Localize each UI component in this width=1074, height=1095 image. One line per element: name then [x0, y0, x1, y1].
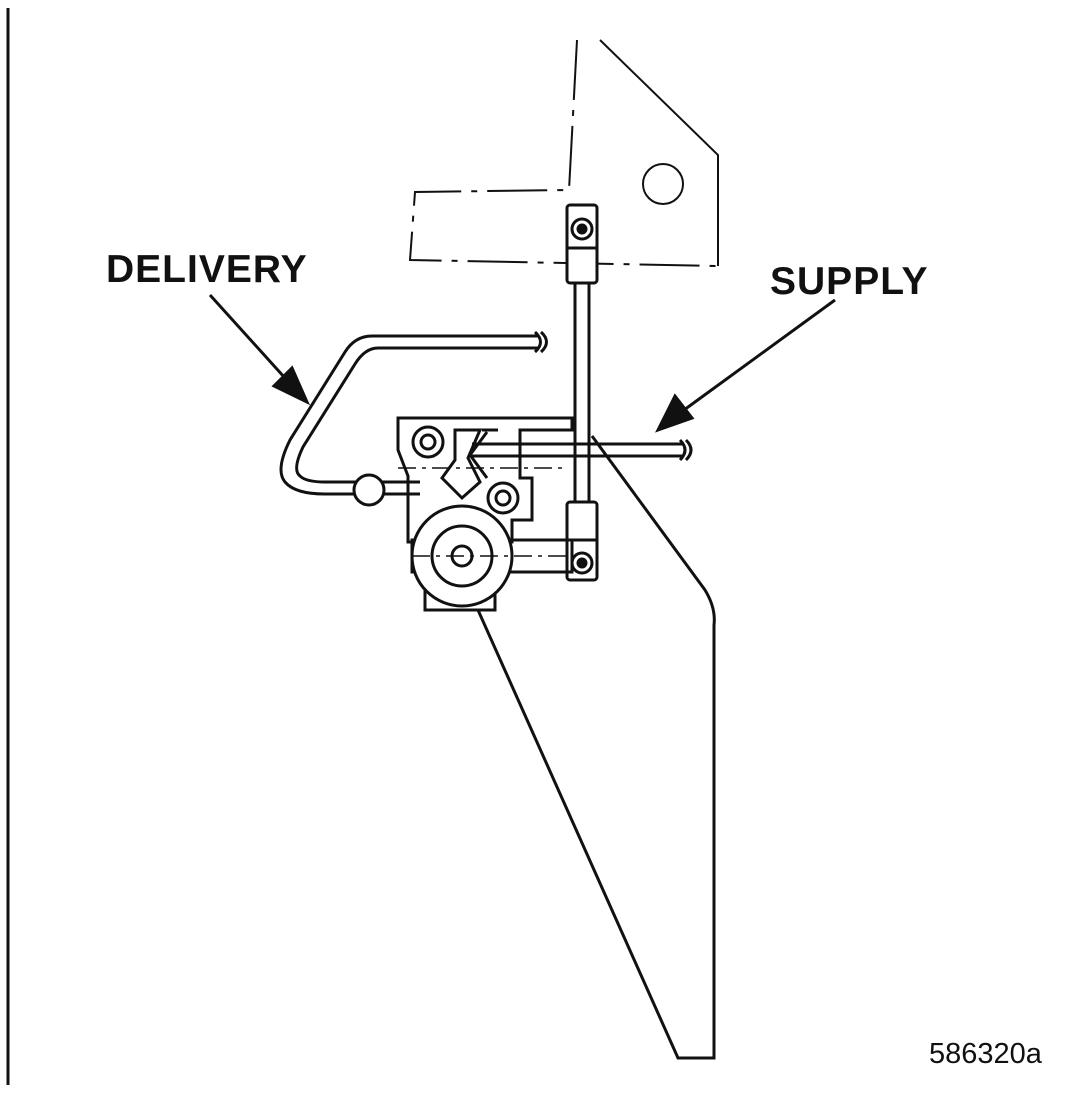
- mounting-bracket: [408, 39, 719, 267]
- lever-arm: [476, 435, 716, 1060]
- delivery-label: DELIVERY: [106, 248, 308, 291]
- supply-arrow: [654, 298, 836, 433]
- delivery-arrow: [208, 293, 311, 406]
- bracket-hole: [642, 163, 684, 205]
- link-rod: [573, 283, 591, 505]
- roller-assembly: [410, 504, 574, 612]
- delivery-tube: [279, 330, 548, 507]
- supply-tube: [472, 438, 693, 462]
- tube-fitting: [352, 473, 386, 507]
- upper-rod-end: [565, 203, 599, 285]
- supply-label: SUPPLY: [770, 260, 929, 303]
- figure-number: 586320a: [929, 1038, 1042, 1070]
